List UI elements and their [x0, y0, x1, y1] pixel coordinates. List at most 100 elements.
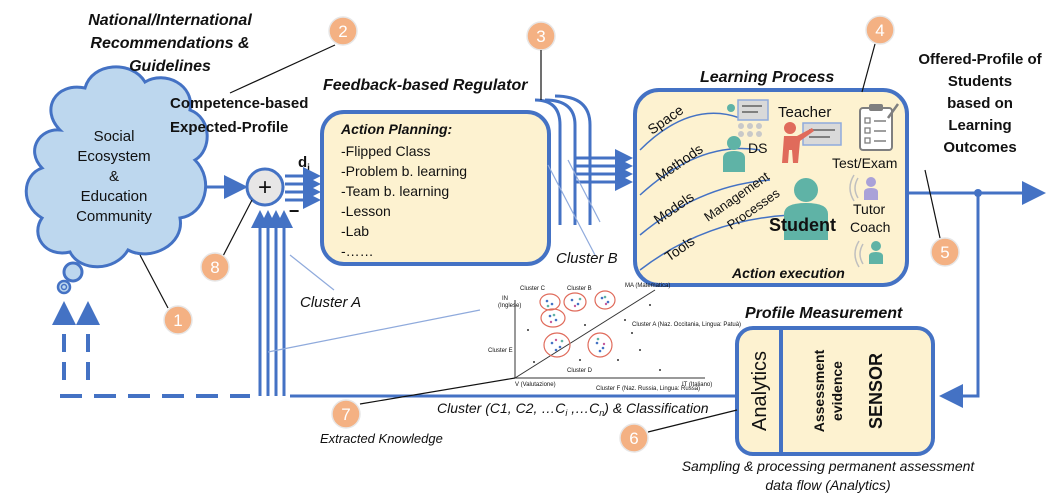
clipboard-icon	[859, 103, 900, 151]
recommendations-line-1: National/International	[88, 12, 252, 29]
offered-profile-line-1: Offered-Profile of	[918, 51, 1042, 68]
badge-7	[331, 399, 361, 429]
badge-1	[163, 305, 193, 335]
cluster-a-label: Cluster A	[300, 294, 361, 311]
axis-ma-label: MA (Matematica)	[625, 283, 670, 289]
cloud-line-3: &	[109, 168, 119, 185]
regulator-to-learning-arrows	[575, 149, 633, 191]
regulator-nested-outlines	[534, 94, 592, 225]
offered-profile-line-2: Students	[948, 73, 1012, 90]
badge-4-leader	[861, 43, 876, 93]
expected-profile-line-2: Expected-Profile	[170, 119, 288, 136]
scatter-cluster-e: Cluster E	[488, 348, 513, 354]
comparator-sum-node	[245, 167, 285, 207]
recommendations-line-3: Guidelines	[129, 58, 211, 75]
cluster-b-label: Cluster B	[556, 250, 618, 267]
action-planning-heading: Action Planning:	[340, 121, 452, 137]
badge-2	[328, 16, 358, 46]
sensor-label: SENSOR	[866, 353, 886, 429]
extracted-knowledge-label: Extracted Knowledge	[320, 431, 443, 446]
badge-8	[200, 252, 230, 282]
comparator-minus: −	[289, 201, 300, 221]
badge-2-number: 2	[338, 22, 347, 41]
sampling-caption-line-1: Sampling & processing permanent assessme…	[682, 458, 976, 474]
assessment-label: Assessment	[811, 349, 827, 432]
learning-arcs	[639, 112, 791, 271]
action-item: -Flipped Class	[341, 143, 430, 159]
expected-profile-line-1: Competence-based	[170, 95, 308, 112]
scatter-cluster-d: Cluster D	[567, 368, 593, 374]
badge-2-leader	[229, 44, 336, 94]
profile-measurement-box	[735, 326, 935, 456]
badge-7-leader	[359, 377, 516, 405]
offered-profile-line-4: Learning	[948, 117, 1011, 134]
sampling-caption-line-2: data flow (Analytics)	[765, 477, 890, 493]
student-label: Student	[769, 215, 836, 235]
badge-8-number: 8	[210, 258, 219, 277]
badge-4	[865, 15, 895, 45]
action-item: -Lesson	[341, 203, 391, 219]
badge-6	[619, 423, 649, 453]
offered-profile-line-5: Outcomes	[943, 139, 1016, 156]
teacher-label: Teacher	[778, 104, 831, 121]
profile-measurement-title: Profile Measurement	[745, 305, 903, 322]
axis-in-label: IN	[502, 296, 508, 302]
tutor-icon	[849, 174, 878, 202]
cluster-a-line	[289, 254, 335, 291]
action-item: -Team b. learning	[341, 183, 449, 199]
badge-6-number: 6	[629, 429, 638, 448]
social-ecosystem-cloud	[24, 65, 209, 295]
badge-6-leader	[647, 409, 738, 433]
scatter-cluster-a: Cluster A (Naz. Occitania, Lingua: Patuà…	[632, 322, 741, 328]
badge-1-leader	[139, 254, 169, 309]
comparator-to-regulator-arrows	[285, 167, 321, 209]
action-item: -Lab	[341, 223, 369, 239]
cluster-scatter-plot	[514, 289, 705, 379]
offered-profile-line-3: based on	[947, 95, 1013, 112]
presentation-icon	[727, 99, 769, 137]
cloud-line-1: Social	[94, 128, 135, 145]
badge-8-leader	[221, 199, 253, 259]
student-icon	[784, 178, 828, 240]
cloud-line-2: Ecosystem	[77, 148, 150, 165]
classification-caption: Cluster (C1, C2, …Ci ,…Cn) & Classificat…	[437, 400, 709, 418]
scatter-cluster-b: Cluster B	[567, 286, 592, 292]
ds-person-icon	[723, 136, 745, 172]
badge-7-number: 7	[341, 405, 350, 424]
scatter-cluster-c: Cluster C	[520, 286, 546, 292]
cluster-b-line	[547, 164, 596, 256]
cloud-line-5: Community	[76, 208, 152, 225]
coach-label: Coach	[850, 219, 890, 235]
axis-in-sub-label: (Inglese)	[498, 303, 521, 309]
badge-3-number: 3	[536, 27, 545, 46]
scatter-cluster-f: Cluster F (Naz. Russia, Lingua: Russa)	[596, 386, 700, 392]
error-signal-label: di	[298, 154, 310, 174]
badge-1-number: 1	[173, 311, 182, 330]
tutor-label: Tutor	[853, 201, 885, 217]
action-execution-label: Action execution	[731, 265, 845, 281]
axis-v-label: V (Valutazione)	[515, 382, 556, 388]
feedback-up-arrows	[251, 210, 293, 396]
analytics-label: Analytics	[749, 351, 771, 431]
comparator-plus: +	[258, 174, 272, 201]
test-exam-label: Test/Exam	[832, 155, 897, 171]
action-item: -……	[341, 243, 374, 259]
teacher-icon	[782, 122, 842, 163]
action-item: -Problem b. learning	[341, 163, 467, 179]
branch-point	[974, 189, 982, 197]
evidence-label: evidence	[829, 361, 845, 421]
badge-5-number: 5	[940, 243, 949, 262]
badge-4-number: 4	[875, 21, 884, 40]
coach-icon	[854, 240, 883, 268]
regulator-title: Feedback-based Regulator	[323, 77, 528, 94]
badge-5	[930, 237, 960, 267]
recommendations-line-2: Recommendations &	[90, 35, 249, 52]
dashed-feedback-to-cloud	[52, 301, 250, 398]
regulator-box	[320, 110, 551, 266]
cloud-line-4: Education	[81, 188, 148, 205]
learning-process-title: Learning Process	[700, 69, 834, 86]
cluster-b-line-2	[567, 159, 601, 223]
badge-5-leader	[924, 169, 941, 239]
axis-it-label: IT (Italiano)	[682, 382, 712, 388]
